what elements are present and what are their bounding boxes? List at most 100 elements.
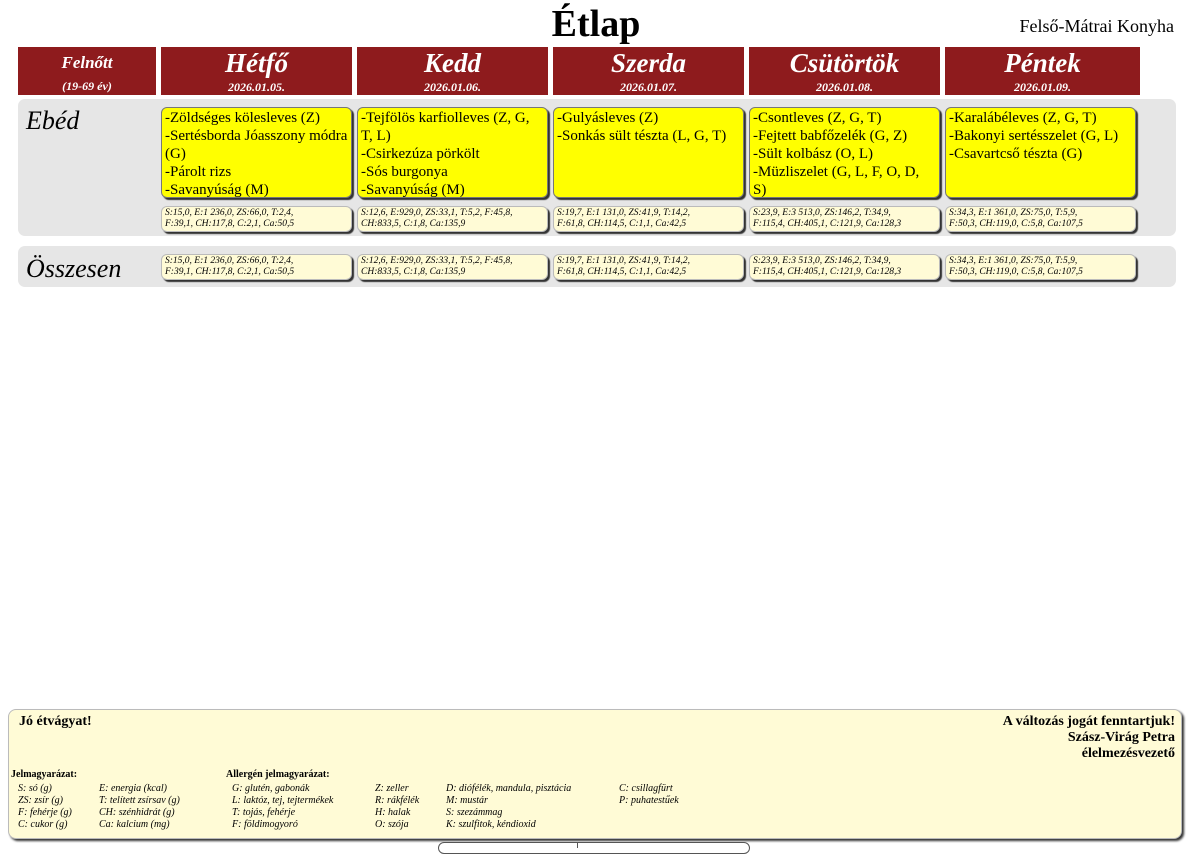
- nutrition-line: F:115,4, CH:405,1, C:121,9, Ca:128,3: [753, 267, 902, 277]
- menu-item: -Csontleves (Z, G, T): [753, 110, 882, 126]
- nutrition-lunch-tuesday: S:12,6, E:929,0, ZS:33,1, T:5,2, F:45,8,…: [357, 206, 548, 232]
- allergen-item: T: tojás, fehérje: [232, 807, 296, 818]
- allergen-item: D: diófélék, mandula, pisztácia: [446, 783, 572, 794]
- nutrition-line: F:39,1, CH:117,8, C:2,1, Ca:50,5: [165, 219, 295, 229]
- menu-friday: -Karalábéleves (Z, G, T) -Bakonyi sertés…: [945, 107, 1136, 198]
- day-name: Hétfő: [225, 48, 288, 78]
- nutrition-total-friday: S:34,3, E:1 361,0, ZS:75,0, T:5,9, F:50,…: [945, 254, 1136, 280]
- menu-item: -Karalábéleves (Z, G, T): [949, 110, 1097, 126]
- nutrition-line: S:34,3, E:1 361,0, ZS:75,0, T:5,9,: [949, 208, 1078, 218]
- header-day-tuesday: Kedd 2026.01.06.: [357, 47, 548, 95]
- header-day-wednesday: Szerda 2026.01.07.: [553, 47, 744, 95]
- day-date: 2026.01.06.: [424, 80, 481, 94]
- nutrition-line: S:15,0, E:1 236,0, ZS:66,0, T:2,4,: [165, 208, 294, 218]
- allergen-column-4: C: csillagfürt P: puhatestűek: [619, 783, 679, 807]
- menu-item: -Csavartcső tészta (G): [949, 146, 1083, 162]
- menu-item: -Müzliszelet (G, L, F, O, D, S): [753, 164, 920, 198]
- legend-item: CH: szénhidrát (g): [99, 807, 175, 818]
- day-date: 2026.01.07.: [620, 80, 677, 94]
- manager-role: élelmezésvezető: [1081, 746, 1175, 761]
- nutrition-total-tuesday: S:12,6, E:929,0, ZS:33,1, T:5,2, F:45,8,…: [357, 254, 548, 280]
- nutrition-line: F:61,8, CH:114,5, C:1,1, Ca:42,5: [557, 219, 687, 229]
- nutrition-lunch-monday: S:15,0, E:1 236,0, ZS:66,0, T:2,4, F:39,…: [161, 206, 352, 232]
- signature-block: A változás jogát fenntartjuk! Szász-Virá…: [1003, 714, 1175, 762]
- menu-tuesday: -Tejfölös karfiolleves (Z, G, T, L) -Csi…: [357, 107, 548, 198]
- nutrition-line: S:12,6, E:929,0, ZS:33,1, T:5,2, F:45,8,: [361, 256, 513, 266]
- nutrition-line: F:50,3, CH:119,0, C:5,8, Ca:107,5: [949, 267, 1083, 277]
- legend-item: ZS: zsír (g): [18, 795, 64, 806]
- day-name: Kedd: [424, 48, 481, 78]
- nutrition-line: S:23,9, E:3 513,0, ZS:146,2, T:34,9,: [753, 256, 891, 266]
- day-date: 2026.01.05.: [228, 80, 285, 94]
- nutrition-line: F:115,4, CH:405,1, C:121,9, Ca:128,3: [753, 219, 902, 229]
- nutrition-total-thursday: S:23,9, E:3 513,0, ZS:146,2, T:34,9, F:1…: [749, 254, 940, 280]
- allergen-item: P: puhatestűek: [619, 795, 679, 806]
- footer-panel: Jó étvágyat! A változás jogát fenntartju…: [8, 709, 1182, 839]
- allergen-column-1: G: glutén, gabonák L: laktóz, tej, tejte…: [232, 783, 333, 831]
- legend-column-1: S: só (g) ZS: zsír (g) F: fehérje (g) C:…: [18, 783, 72, 831]
- header-day-friday: Péntek 2026.01.09.: [945, 47, 1140, 95]
- allergen-legend-title: Allergén jelmagyarázat:: [226, 769, 330, 780]
- page-title: Étlap: [551, 3, 641, 45]
- allergen-item: S: szezámmag: [446, 807, 503, 818]
- legend-item: Ca: kalcium (mg): [99, 819, 170, 830]
- menu-item: -Párolt rizs: [165, 164, 232, 180]
- menu-item: -Zöldséges kölesleves (Z): [165, 110, 320, 126]
- nutrition-line: CH:833,5, C:1,8, Ca:135,9: [361, 267, 466, 277]
- allergen-item: F: földimogyoró: [232, 819, 298, 830]
- menu-item: -Sertésborda Jóasszony módra (G): [165, 128, 348, 162]
- menu-item: -Tejfölös karfiolleves (Z, G, T, L): [361, 110, 530, 144]
- nutrition-line: S:34,3, E:1 361,0, ZS:75,0, T:5,9,: [949, 256, 1078, 266]
- nutrition-lunch-wednesday: S:19,7, E:1 131,0, ZS:41,9, T:14,2, F:61…: [553, 206, 744, 232]
- bottom-tab-outline: [438, 842, 750, 854]
- menu-item: -Sült kolbász (O, L): [753, 146, 873, 162]
- allergen-item: Z: zeller: [375, 783, 409, 794]
- nutrition-line: F:61,8, CH:114,5, C:1,1, Ca:42,5: [557, 267, 687, 277]
- nutrition-lunch-thursday: S:23,9, E:3 513,0, ZS:146,2, T:34,9, F:1…: [749, 206, 940, 232]
- menu-item: -Fejtett babfőzelék (G, Z): [753, 128, 908, 144]
- menu-item: -Csirkezúza pörkölt: [361, 146, 480, 162]
- nutrition-line: S:23,9, E:3 513,0, ZS:146,2, T:34,9,: [753, 208, 891, 218]
- legend-column-2: E: energia (kcal) T: telített zsírsav (g…: [99, 783, 180, 831]
- allergen-item: C: csillagfürt: [619, 783, 673, 794]
- adult-age: (19-69 év): [62, 79, 112, 93]
- menu-item: -Sós burgonya: [361, 164, 448, 180]
- bottom-tab-divider: [577, 842, 578, 848]
- allergen-column-3: D: diófélék, mandula, pisztácia M: mustá…: [446, 783, 571, 831]
- header-day-thursday: Csütörtök 2026.01.08.: [749, 47, 940, 95]
- nutrition-lunch-friday: S:34,3, E:1 361,0, ZS:75,0, T:5,9, F:50,…: [945, 206, 1136, 232]
- day-name: Péntek: [1004, 48, 1081, 78]
- nutrition-line: S:19,7, E:1 131,0, ZS:41,9, T:14,2,: [557, 208, 690, 218]
- menu-monday: -Zöldséges kölesleves (Z) -Sertésborda J…: [161, 107, 352, 198]
- legend-item: S: só (g): [18, 783, 52, 794]
- manager-name: Szász-Virág Petra: [1067, 730, 1175, 745]
- allergen-item: M: mustár: [446, 795, 488, 806]
- nutrition-line: F:50,3, CH:119,0, C:5,8, Ca:107,5: [949, 219, 1083, 229]
- allergen-item: L: laktóz, tej, tejtermékek: [232, 795, 334, 806]
- menu-item: -Bakonyi sertésszelet (G, L): [949, 128, 1119, 144]
- nutrition-line: CH:833,5, C:1,8, Ca:135,9: [361, 219, 466, 229]
- bon-appetit-text: Jó étvágyat!: [19, 714, 92, 729]
- allergen-item: O: szója: [375, 819, 409, 830]
- day-date: 2026.01.08.: [816, 80, 873, 94]
- menu-item: -Gulyásleves (Z): [557, 110, 659, 126]
- menu-wednesday: -Gulyásleves (Z) -Sonkás sült tészta (L,…: [553, 107, 744, 198]
- day-date: 2026.01.09.: [1014, 80, 1071, 94]
- allergen-item: G: glutén, gabonák: [232, 783, 310, 794]
- nutrition-line: S:15,0, E:1 236,0, ZS:66,0, T:2,4,: [165, 256, 294, 266]
- legend-title: Jelmagyarázat:: [11, 769, 78, 780]
- header-day-monday: Hétfő 2026.01.05.: [161, 47, 352, 95]
- nutrition-line: S:12,6, E:929,0, ZS:33,1, T:5,2, F:45,8,: [361, 208, 513, 218]
- allergen-item: R: rákfélék: [375, 795, 420, 806]
- legend-item: C: cukor (g): [18, 819, 68, 830]
- allergen-item: K: szulfitok, kéndioxid: [446, 819, 536, 830]
- legend-item: T: telített zsírsav (g): [99, 795, 180, 806]
- allergen-column-2: Z: zeller R: rákfélék H: halak O: szója: [375, 783, 419, 831]
- legend-item: E: energia (kcal): [99, 783, 167, 794]
- meal-label-total: Összesen: [26, 254, 122, 283]
- menu-thursday: -Csontleves (Z, G, T) -Fejtett babfőzelé…: [749, 107, 940, 198]
- legend-item: F: fehérje (g): [18, 807, 72, 818]
- day-name: Csütörtök: [789, 48, 900, 78]
- nutrition-line: S:19,7, E:1 131,0, ZS:41,9, T:14,2,: [557, 256, 690, 266]
- menu-item: -Savanyúság (M): [361, 182, 465, 198]
